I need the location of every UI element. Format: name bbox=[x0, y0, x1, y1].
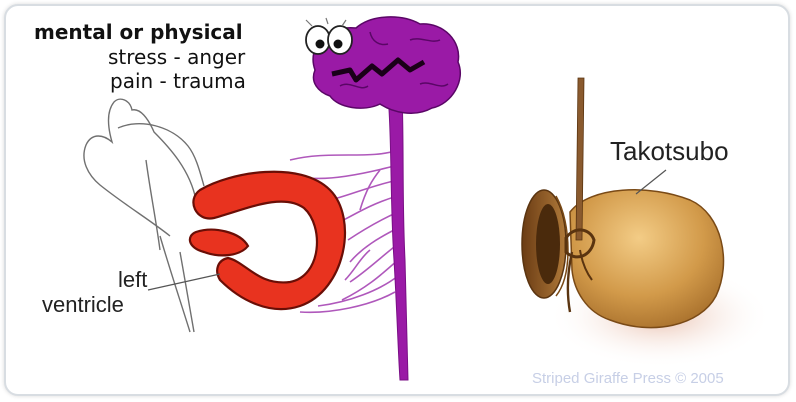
takotsubo-pot-icon bbox=[522, 78, 724, 328]
left-ventricle-icon bbox=[190, 172, 345, 309]
trigger-line-1: mental or physical bbox=[34, 20, 243, 44]
credit-text: Striped Giraffe Press © 2005 bbox=[532, 370, 724, 387]
trigger-line-2: stress - anger bbox=[108, 45, 246, 69]
takotsubo-label: Takotsubo bbox=[610, 136, 729, 166]
ventricle-label-1: left bbox=[118, 267, 147, 292]
trigger-line-3: pain - trauma bbox=[110, 69, 246, 93]
ventricle-label-2: ventricle bbox=[42, 292, 124, 317]
spinal-cord bbox=[388, 95, 408, 380]
